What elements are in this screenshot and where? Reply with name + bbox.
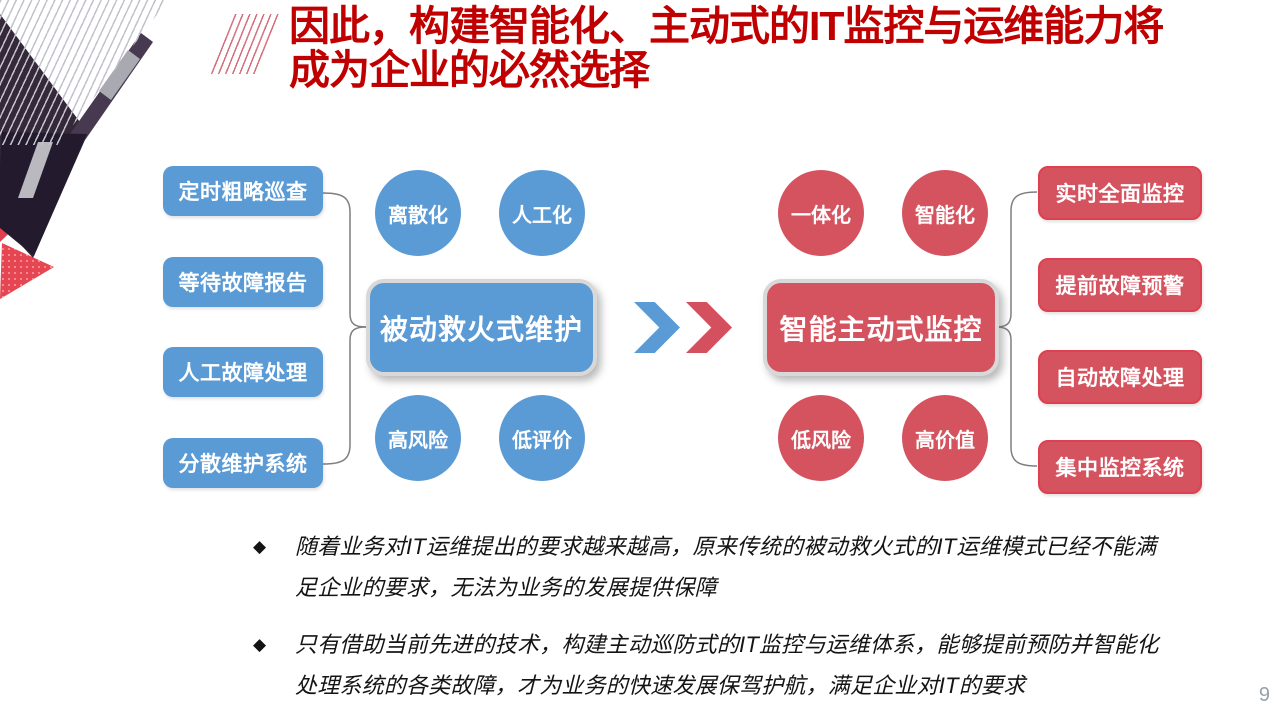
circle-label: 高价值: [915, 429, 975, 452]
slide-title-line2: 成为企业的必然选择: [289, 47, 650, 94]
corner-red-diamond-shape: [0, 196, 24, 242]
circle-label: 低评价: [512, 429, 572, 452]
right-box-label: 实时全面监控: [1055, 183, 1185, 206]
passive-maintenance-box: 被动救火式维护: [366, 279, 597, 376]
right-bracket-top-line: [995, 191, 1038, 328]
left-box-label: 人工故障处理: [178, 362, 308, 385]
left-box-scheduled-inspection: 定时粗略巡查: [163, 166, 323, 216]
left-circle-manual: 人工化: [499, 170, 585, 256]
corner-red-triangle-shape: [0, 243, 54, 299]
left-box-manual-fault-handling: 人工故障处理: [163, 347, 323, 397]
circle-label: 高风险: [388, 429, 448, 452]
corner-dark-bar-shape: [70, 33, 153, 143]
left-box-wait-fault-report: 等待故障报告: [163, 257, 323, 307]
notes-section: ◆ 随着业务对IT运维提出的要求越来越高，原来传统的被动救火式的IT运维模式已经…: [253, 526, 1213, 720]
right-box-early-warning: 提前故障预警: [1038, 258, 1202, 312]
right-box-auto-fault-handling: 自动故障处理: [1038, 350, 1202, 404]
right-box-centralized-system: 集中监控系统: [1038, 440, 1202, 494]
corner-hatch-pattern: [0, 0, 168, 145]
left-box-label: 分散维护系统: [178, 453, 308, 476]
center-box-label: 智能主动式监控: [779, 313, 983, 345]
title-hatch-ornament: [207, 14, 281, 74]
right-box-label: 自动故障处理: [1055, 367, 1185, 390]
diamond-bullet-icon: ◆: [253, 537, 267, 556]
chevron-right-blue-icon: [634, 302, 680, 353]
slide-title: 因此，构建智能化、主动式的IT监控与运维能力将 成为企业的必然选择: [289, 4, 1249, 93]
left-circle-high-risk: 高风险: [375, 395, 461, 481]
left-circle-discrete: 离散化: [375, 170, 461, 256]
note-item: ◆ 随着业务对IT运维提出的要求越来越高，原来传统的被动救火式的IT运维模式已经…: [253, 526, 1213, 608]
corner-dark-triangle-shape: [0, 14, 88, 258]
slide-title-line1: 因此，构建智能化、主动式的IT监控与运维能力将: [289, 3, 1164, 49]
corner-grey-stripe-shape: [18, 142, 53, 198]
left-box-label: 定时粗略巡查: [178, 181, 308, 204]
circle-label: 人工化: [512, 204, 572, 227]
intelligent-monitoring-box: 智能主动式监控: [763, 279, 999, 376]
corner-grey-bar-shape: [99, 50, 140, 100]
left-bracket-bottom-line: [322, 326, 367, 465]
right-box-label: 提前故障预警: [1055, 275, 1185, 298]
note-text: 随着业务对IT运维提出的要求越来越高，原来传统的被动救火式的IT运维模式已经不能…: [295, 534, 1157, 600]
corner-dark-lower-shape: [0, 132, 87, 256]
diamond-bullet-icon: ◆: [253, 635, 267, 654]
right-circle-high-value: 高价值: [902, 395, 988, 481]
circle-label: 离散化: [388, 204, 448, 227]
left-bracket-top-line: [322, 192, 367, 328]
left-box-label: 等待故障报告: [178, 272, 308, 295]
chevron-right-red-icon: [686, 302, 732, 353]
right-bracket-bottom-line: [995, 326, 1038, 467]
right-circle-low-risk: 低风险: [778, 395, 864, 481]
right-box-label: 集中监控系统: [1055, 457, 1185, 480]
right-circle-intelligent: 智能化: [902, 170, 988, 256]
right-box-realtime-monitoring: 实时全面监控: [1038, 166, 1202, 220]
circle-label: 低风险: [791, 429, 851, 452]
note-text: 只有借助当前先进的技术，构建主动巡防式的IT监控与运维体系，能够提前预防并智能化…: [295, 632, 1159, 698]
center-box-label: 被动救火式维护: [379, 313, 583, 345]
left-circle-low-rating: 低评价: [499, 395, 585, 481]
page-number: 9: [1258, 684, 1270, 706]
left-box-scattered-maintenance: 分散维护系统: [163, 438, 323, 488]
circle-label: 一体化: [791, 204, 851, 227]
circle-label: 智能化: [915, 204, 975, 227]
note-item: ◆ 只有借助当前先进的技术，构建主动巡防式的IT监控与运维体系，能够提前预防并智…: [253, 624, 1213, 706]
right-circle-integrated: 一体化: [778, 170, 864, 256]
